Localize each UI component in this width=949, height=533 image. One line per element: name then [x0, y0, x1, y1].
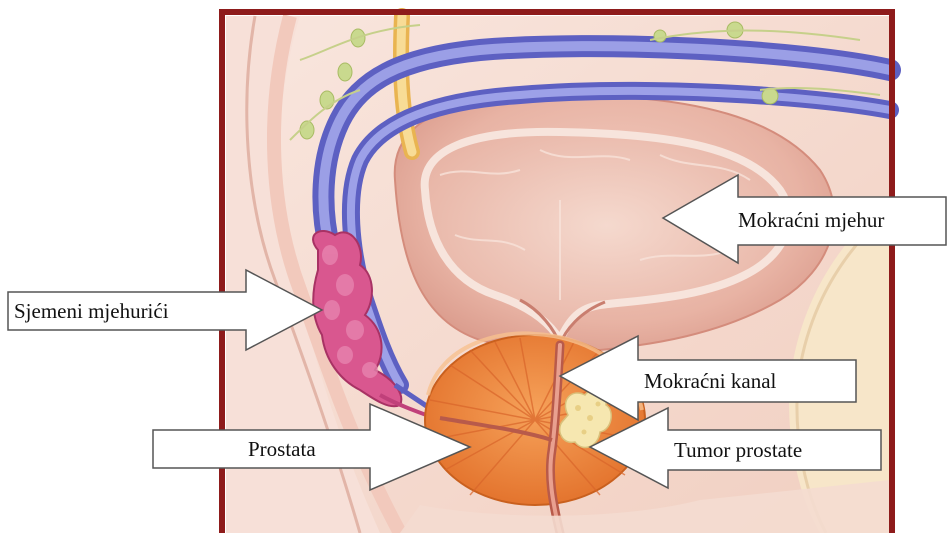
label-bladder: Mokraćni mjehur — [738, 208, 884, 232]
label-urethra: Mokraćni kanal — [644, 369, 777, 393]
label-tumor: Tumor prostate — [674, 438, 802, 462]
label-seminal-vesicles: Sjemeni mjehurići — [14, 299, 169, 323]
label-prostate: Prostata — [248, 437, 316, 461]
